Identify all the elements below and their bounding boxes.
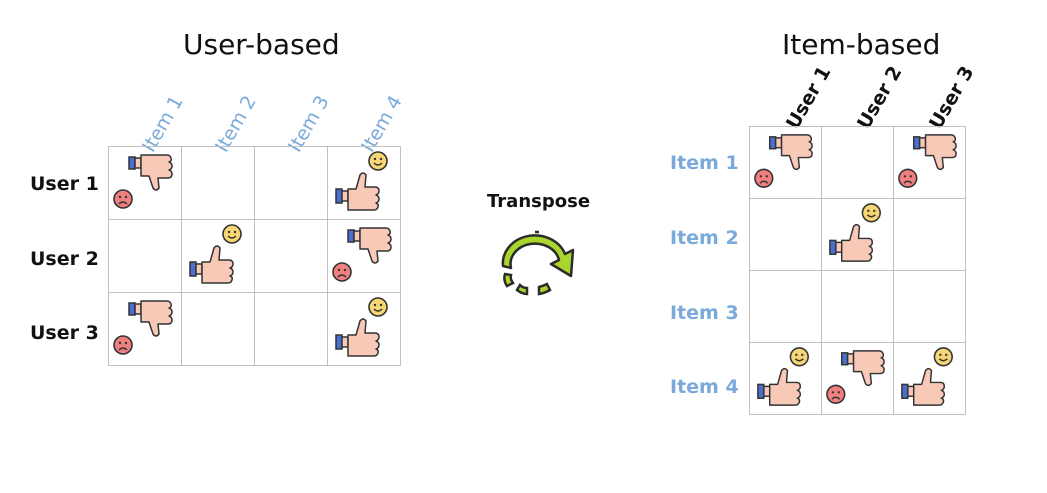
item-based-cell (893, 342, 966, 415)
thumbs-down-icon (332, 227, 392, 282)
item-based-matrix (749, 126, 966, 415)
rotate-arrow-icon (501, 230, 575, 296)
thumbs-down-icon (826, 350, 885, 404)
item-based-cell (821, 198, 894, 271)
user-based-row (108, 146, 401, 220)
user-based-cell (254, 292, 328, 366)
user-based-row (108, 219, 401, 293)
thumbs-down-icon (113, 154, 173, 209)
thumbs-up-icon (901, 347, 953, 406)
user-based-title: User-based (183, 28, 340, 61)
user-based-cell (181, 292, 255, 366)
item-based-row (749, 198, 966, 271)
thumbs-up-icon (757, 347, 809, 406)
item-based-row-label-item-2: Item 2 (670, 227, 739, 249)
item-based-col-label-user-2: User 2 (853, 62, 907, 133)
item-based-row-label-item-3: Item 3 (670, 302, 739, 324)
user-based-row (108, 292, 401, 366)
user-based-cell (108, 146, 182, 220)
item-based-cell (893, 126, 966, 199)
user-based-cell (108, 292, 182, 366)
user-based-cell (181, 146, 255, 220)
item-based-cell (749, 342, 822, 415)
item-based-cell (893, 270, 966, 343)
item-based-col-label-user-3: User 3 (925, 62, 979, 133)
thumbs-up-icon (335, 151, 388, 211)
user-based-row-label-user-1: User 1 (30, 173, 99, 195)
user-based-cell (327, 146, 401, 220)
thumbs-up-icon (189, 224, 242, 284)
item-based-row-label-item-4: Item 4 (670, 376, 739, 398)
item-based-row (749, 342, 966, 415)
item-based-title: Item-based (782, 28, 941, 61)
thumbs-down-icon (754, 134, 813, 188)
thumbs-down-icon (898, 134, 957, 188)
item-based-col-label-user-1: User 1 (782, 62, 836, 133)
item-based-cell (821, 342, 894, 415)
item-based-row (749, 270, 966, 343)
user-based-cell (327, 219, 401, 293)
item-based-cell (749, 126, 822, 199)
user-based-cell (327, 292, 401, 366)
user-based-cell (254, 146, 328, 220)
item-based-cell (749, 198, 822, 271)
transpose-label: Transpose (487, 191, 591, 212)
user-based-cell (254, 219, 328, 293)
item-based-cell (821, 270, 894, 343)
item-based-cell (893, 198, 966, 271)
user-based-matrix (108, 146, 401, 366)
item-based-cell (821, 126, 894, 199)
thumbs-up-icon (829, 203, 881, 262)
user-based-row-label-user-3: User 3 (30, 322, 99, 344)
thumbs-up-icon (335, 297, 388, 357)
item-based-cell (749, 270, 822, 343)
item-based-row-label-item-1: Item 1 (670, 152, 739, 174)
thumbs-down-icon (113, 300, 173, 355)
item-based-row (749, 126, 966, 199)
user-based-row-label-user-2: User 2 (30, 248, 99, 270)
user-based-cell (181, 219, 255, 293)
user-based-cell (108, 219, 182, 293)
